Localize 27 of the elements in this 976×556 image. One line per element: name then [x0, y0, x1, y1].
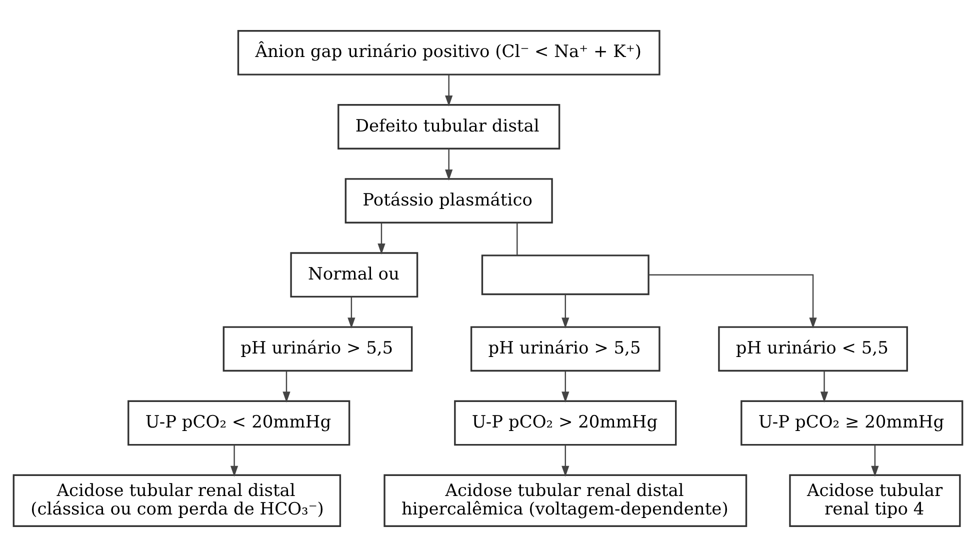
- arrow: [871, 444, 879, 476]
- connector: [516, 222, 518, 255]
- arrow: [562, 370, 570, 402]
- node-box: U-P pCO₂ ≥ 20mmHg: [740, 400, 964, 446]
- arrow: [820, 370, 828, 402]
- node-box: U-P pCO₂ > 20mmHg: [454, 400, 677, 446]
- node-box: Ânion gap urinário positivo (Cl⁻ < Na⁺ + K⁺): [237, 30, 660, 75]
- node-box: pH urinário < 5,5: [718, 326, 908, 372]
- node-box: pH urinário > 5,5: [222, 326, 413, 372]
- arrow: [562, 444, 570, 476]
- arrow: [445, 148, 453, 180]
- node-box: Acidose tubular renal distal hipercalêmica (voltagem-dependente): [384, 474, 748, 526]
- node-box: Defeito tubular distal: [338, 104, 560, 149]
- arrow: [230, 444, 238, 476]
- node-box: [481, 254, 650, 295]
- arrow: [282, 370, 290, 402]
- arrow: [562, 294, 570, 328]
- node-box: Potássio plasmático: [344, 178, 553, 223]
- arrow: [348, 296, 356, 328]
- node-box: U-P pCO₂ < 20mmHg: [128, 400, 350, 446]
- arrow: [648, 274, 817, 328]
- node-box: Normal ou: [290, 252, 418, 298]
- arrow: [445, 74, 453, 106]
- arrow: [378, 222, 386, 254]
- node-box: pH urinário > 5,5: [470, 326, 660, 372]
- node-box: Acidose tubular renal distal (clássica ou com perda de HCO₃⁻): [12, 474, 342, 526]
- node-box: Acidose tubular renal tipo 4: [789, 474, 961, 526]
